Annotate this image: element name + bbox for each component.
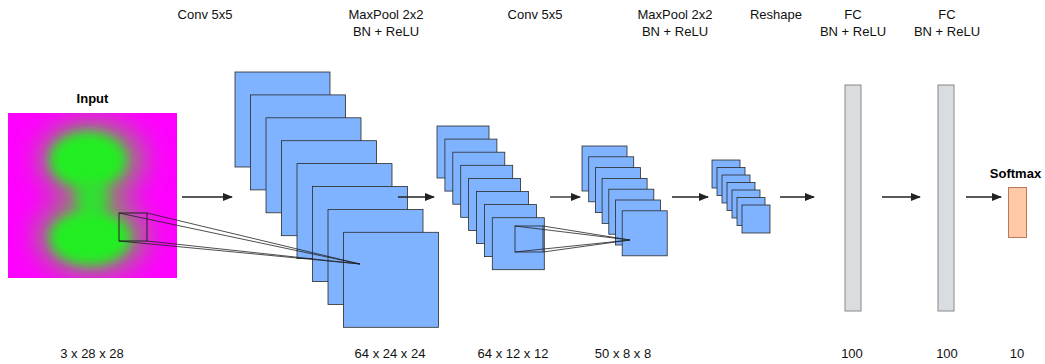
tensor-size: 64 x 24 x 24: [355, 345, 426, 362]
tensor-size: 10: [1010, 345, 1024, 362]
node-heading: Softmax: [990, 166, 1041, 181]
fc-layer-bar: [845, 85, 861, 311]
softmax-box: Softmax: [1008, 187, 1027, 238]
layer-name: MaxPool 2x2 BN + ReLU: [348, 6, 423, 40]
tensor-size: 100: [936, 345, 958, 362]
receptive-field-lines: [119, 213, 360, 264]
tensor-size: 64 x 12 x 12: [478, 345, 549, 362]
input-image: [8, 113, 177, 278]
receptive-field-lines: [515, 226, 630, 252]
layer-name: Conv 5x5: [178, 6, 233, 23]
tensor-size: 50 x 8 x 8: [595, 345, 651, 362]
input-image-box: Input: [8, 113, 177, 278]
layer-name: MaxPool 2x2 BN + ReLU: [637, 6, 712, 40]
feature-map: [742, 205, 770, 233]
layer-name: FC BN + ReLU: [914, 6, 980, 40]
tensor-size: 100: [841, 345, 863, 362]
flow-arrows: [182, 196, 1001, 197]
layer-name: FC BN + ReLU: [820, 6, 886, 40]
node-heading: Input: [77, 91, 109, 106]
tensor-size: 3 x 28 x 28: [60, 345, 124, 362]
feature-map: [492, 218, 544, 270]
layer-name: Conv 5x5: [508, 6, 563, 23]
fc-layer-bar: [938, 85, 954, 311]
feature-map: [622, 211, 667, 256]
feature-map: [344, 232, 439, 327]
layer-name: Reshape: [750, 6, 802, 23]
